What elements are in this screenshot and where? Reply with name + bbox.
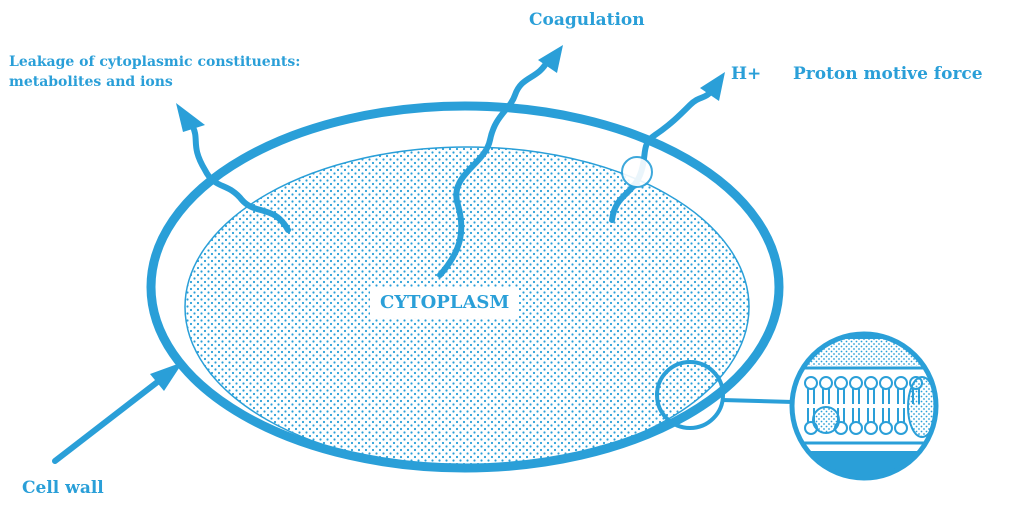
magnify-connector-line [722, 400, 793, 402]
membrane-pore-circle [622, 157, 652, 187]
membrane-protein-small [813, 407, 839, 433]
leakage-label: Leakage of cytoplasmic constituents: met… [9, 52, 300, 92]
proton-motive-force-label: Proton motive force [793, 64, 983, 84]
h-plus-label: H+ [731, 64, 761, 84]
coagulation-label: Coagulation [529, 10, 645, 30]
leakage-label-line2: metabolites and ions [9, 72, 300, 92]
cell-wall-label: Cell wall [22, 478, 104, 498]
cell-wall-pointer-arrow [55, 362, 183, 461]
membrane-zoom-detail [790, 330, 940, 491]
leakage-label-line1: Leakage of cytoplasmic constituents: [9, 52, 300, 72]
cytoplasm-label: CYTOPLASM [370, 288, 519, 318]
